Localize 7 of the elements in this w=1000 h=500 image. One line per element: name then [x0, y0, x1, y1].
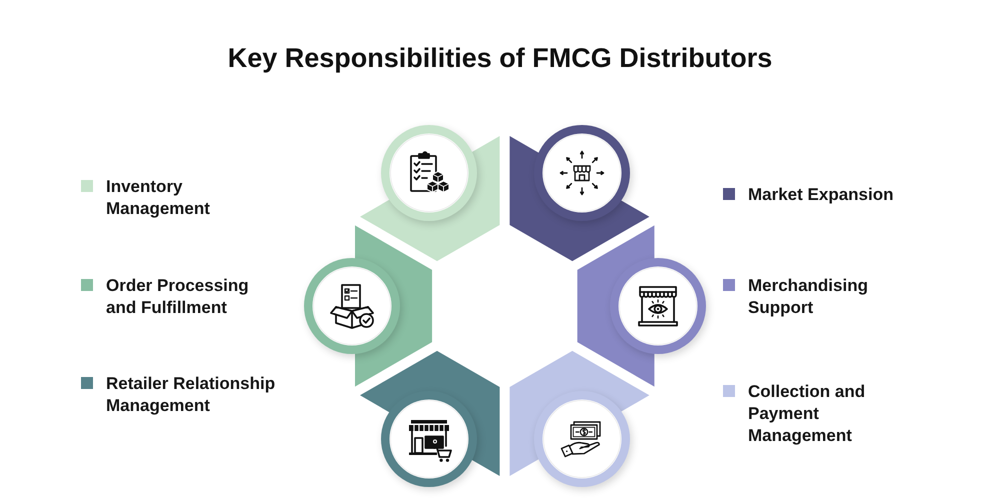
legend-label: Merchandising Support [748, 274, 869, 318]
legend-label: Retailer Relationship Management [106, 372, 276, 416]
legend-label: Inventory Management [106, 176, 211, 220]
legend-label: Market Expansion [748, 184, 894, 206]
title: Key Responsibilities of FMCG Distributors [228, 42, 772, 75]
legend-label: Order Processing and Fulfillment [106, 274, 250, 318]
legend-label: Collection and Payment Management [748, 380, 866, 446]
